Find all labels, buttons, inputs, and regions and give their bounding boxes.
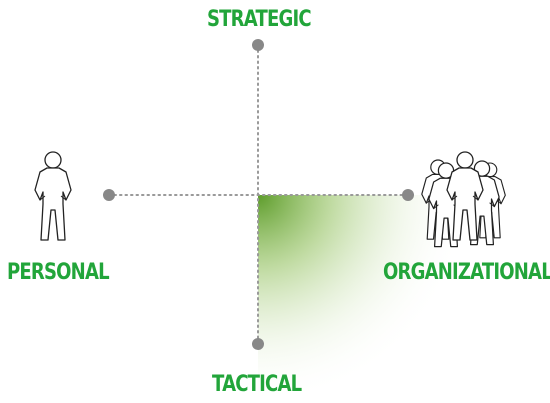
label-tactical: TACTICAL (212, 372, 302, 397)
axis-node-top (252, 39, 264, 51)
label-strategic: STRATEGIC (207, 7, 312, 32)
label-organizational: ORGANIZATIONAL (383, 260, 550, 285)
highlight-quadrant (258, 195, 458, 403)
label-personal: PERSONAL (7, 260, 110, 285)
group-of-people-icon (421, 151, 506, 248)
axis-node-right (402, 189, 414, 201)
axis-node-left (103, 189, 115, 201)
axis-node-bottom (252, 338, 264, 350)
single-person-icon (34, 151, 72, 241)
